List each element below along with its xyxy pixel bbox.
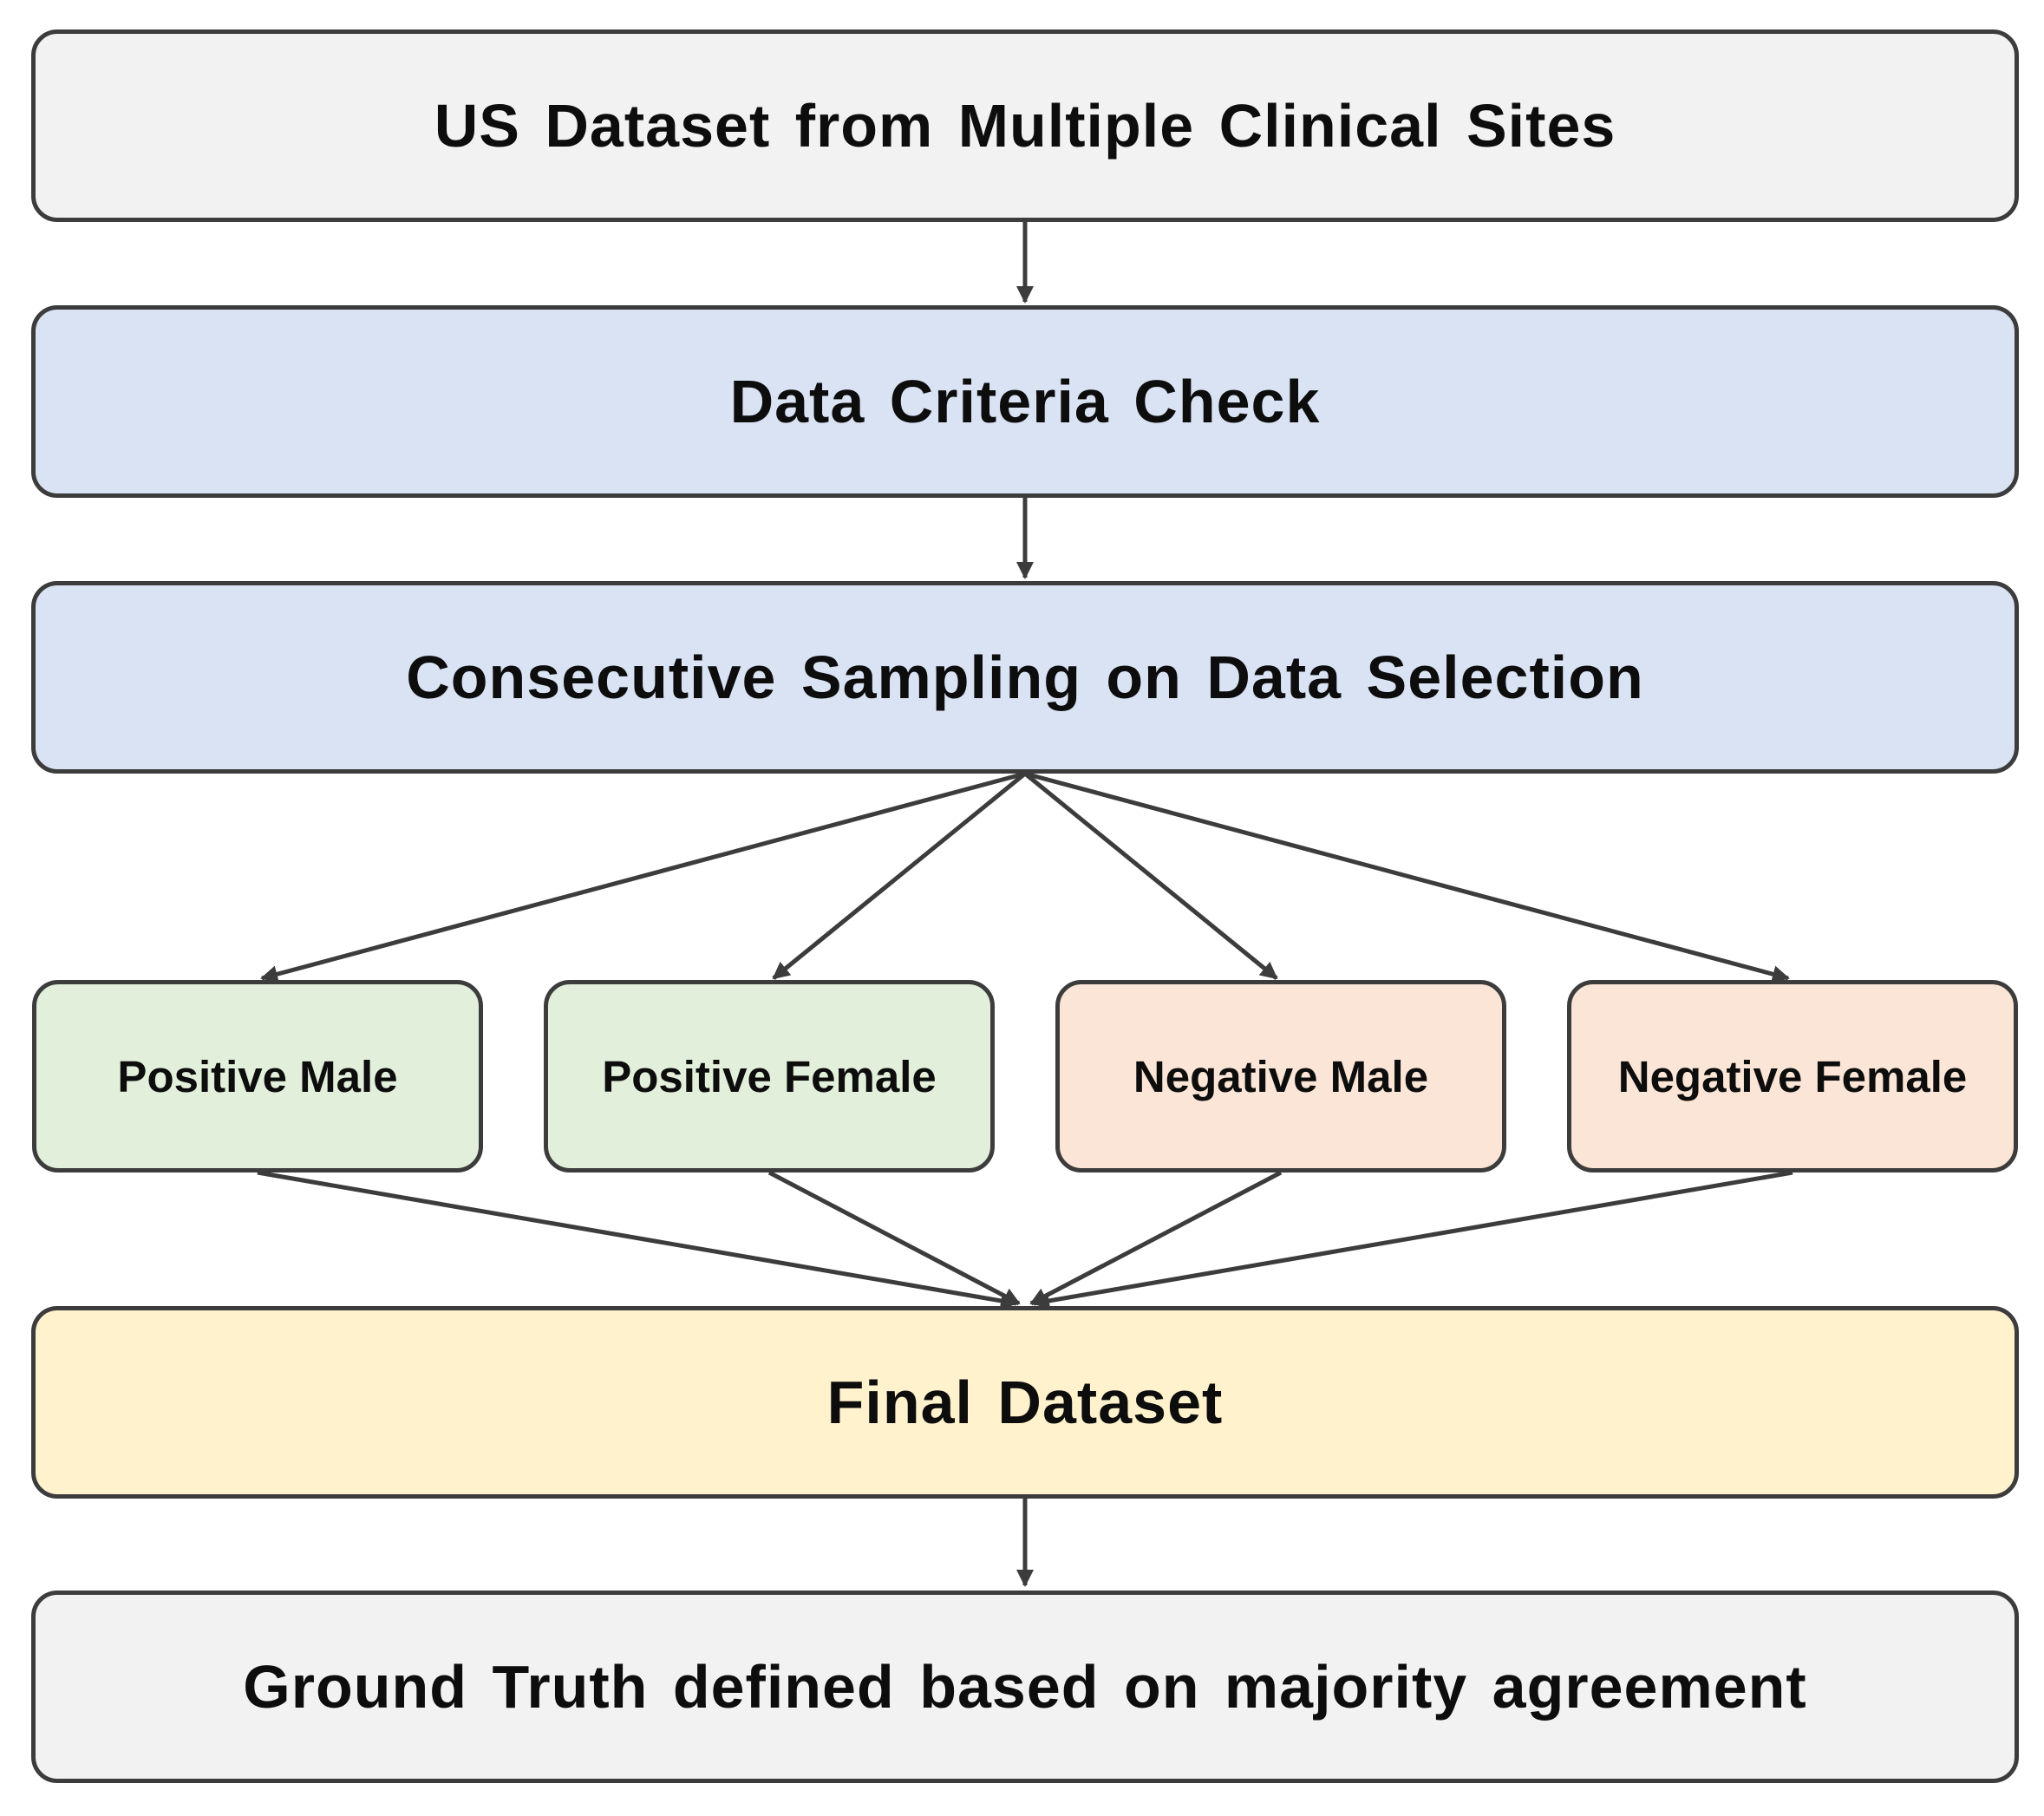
positive-female-box: Positive Female (544, 980, 995, 1173)
arrow-negative-male-to-final (1029, 1170, 1283, 1306)
negative-female-label: Negative Female (1617, 1051, 1968, 1101)
final-dataset-label: Final Dataset (826, 1369, 1224, 1436)
negative-male-label: Negative Male (1133, 1051, 1429, 1101)
arrow-sampling-to-positive-male (260, 771, 1026, 983)
positive-male-label: Positive Male (117, 1051, 398, 1101)
arrow-sampling-to-negative-male (1023, 772, 1278, 980)
arrow-positive-female-to-final (767, 1170, 1021, 1306)
negative-male-box: Negative Male (1055, 980, 1506, 1173)
negative-female-box: Negative Female (1567, 980, 2018, 1173)
final-dataset-box: Final Dataset (31, 1306, 2019, 1499)
data-criteria-check-box: Data Criteria Check (31, 305, 2019, 498)
arrow-sampling-to-negative-female (1024, 771, 1790, 983)
consecutive-sampling-box: Consecutive Sampling on Data Selection (31, 581, 2019, 774)
positive-male-box: Positive Male (32, 980, 483, 1173)
positive-female-label: Positive Female (602, 1051, 937, 1101)
ground-truth-label: Ground Truth defined based on majority a… (243, 1653, 1807, 1721)
arrow-positive-male-to-final (257, 1170, 1018, 1310)
source-dataset-label: US Dataset from Multiple Clinical Sites (434, 92, 1616, 160)
ground-truth-box: Ground Truth defined based on majority a… (31, 1591, 2019, 1783)
data-criteria-check-label: Data Criteria Check (729, 368, 1321, 435)
source-dataset-box: US Dataset from Multiple Clinical Sites (31, 29, 2019, 222)
arrow-sampling-to-positive-female (772, 772, 1027, 980)
arrow-negative-female-to-final (1032, 1170, 1793, 1310)
consecutive-sampling-label: Consecutive Sampling on Data Selection (406, 643, 1644, 711)
